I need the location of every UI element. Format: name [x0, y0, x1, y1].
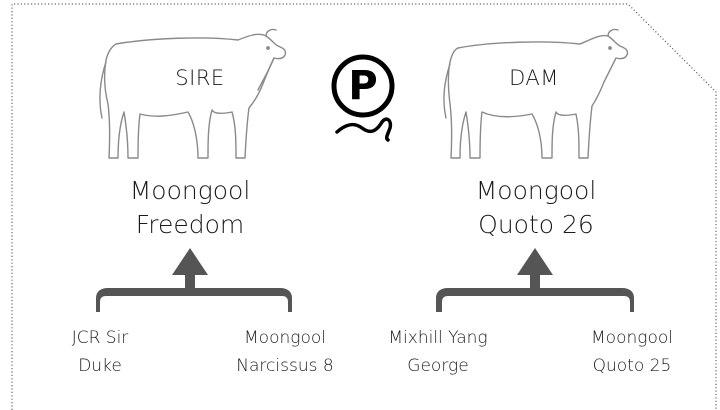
sire-sire-name-line1: JCR Sir	[71, 328, 129, 348]
sire-dam-name-line1: Moongool	[244, 328, 326, 348]
sire-sire-name-line2: Duke	[78, 356, 122, 376]
dam-name-line1: Moongool	[475, 176, 597, 205]
sire-name-line2: Freedom	[135, 210, 245, 239]
polled-logo-letter: P	[348, 63, 378, 109]
dam-dam-name-line1: Moongool	[591, 328, 673, 348]
dam-bracket-arrow	[436, 248, 634, 312]
sire-dam-name-line2: Narcissus 8	[236, 356, 334, 376]
dam-name-line2: Quoto 26	[478, 210, 594, 239]
sire-bracket-arrow	[96, 248, 292, 312]
tail-squiggle-icon	[335, 117, 393, 142]
sire-name-line1: Moongool	[129, 176, 251, 205]
polled-logo-icon	[331, 54, 395, 118]
dam-sire-name-line1: Mixhill Yang	[388, 328, 488, 348]
sire-label: SIRE	[175, 66, 225, 90]
bull-icon	[99, 28, 287, 159]
dam-sire-name-line2: George	[407, 356, 469, 376]
dam-dam-name-line2: Quoto 25	[592, 356, 672, 376]
cow-icon	[443, 28, 629, 159]
dam-label: DAM	[509, 66, 559, 90]
